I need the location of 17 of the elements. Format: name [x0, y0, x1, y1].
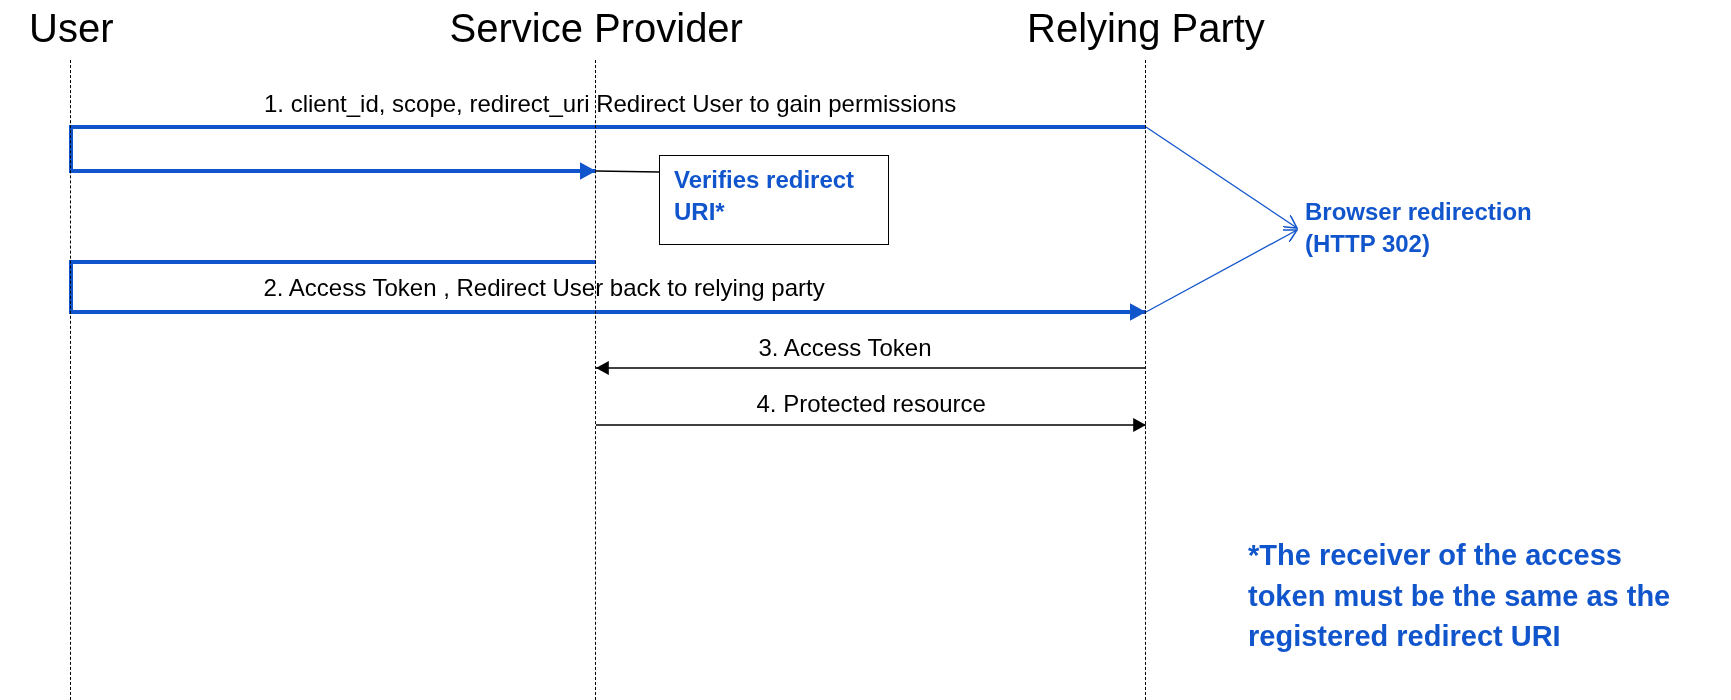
participant-label: User: [29, 6, 113, 51]
message-arrow: [595, 418, 1147, 432]
edge-label: 1. client_id, scope, redirect_uri Redirect User to gain permissions: [264, 90, 957, 118]
message-arrow: [595, 361, 1147, 375]
participant-label: Service Provider: [449, 6, 743, 51]
edge-label: 3. Access Token: [758, 334, 932, 362]
participant-label: Relying Party: [1027, 6, 1265, 51]
message-arrow: [69, 125, 1146, 180]
leader-line: [595, 170, 660, 173]
edge-label: 4. Protected resource: [756, 390, 986, 418]
note-text: Browser redirection (HTTP 302): [1305, 196, 1605, 261]
message-arrow: [69, 260, 1146, 321]
arrow: [1145, 229, 1298, 313]
edge-label: 2. Access Token , Redirect User back to relying party: [263, 274, 825, 302]
footnote: *The receiver of the access token must be the same as the registered redirect URI: [1248, 538, 1672, 655]
arrow: [1145, 126, 1298, 229]
callout-box: Verifies redirect URI*: [659, 155, 889, 245]
